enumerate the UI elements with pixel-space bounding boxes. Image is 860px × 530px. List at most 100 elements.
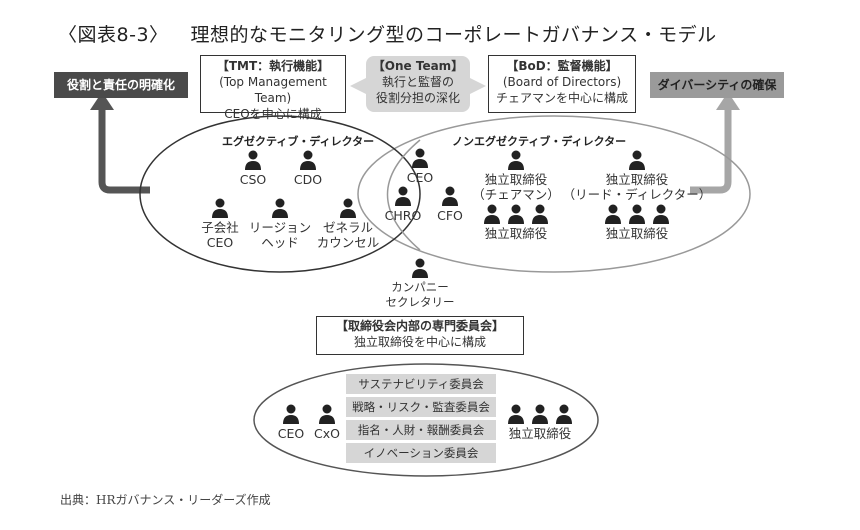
independent-directors-right-label: 独立取締役 [605, 226, 669, 241]
person-chairman: 独立取締役 （チェアマン） [472, 150, 560, 202]
person-ceo: CEO [400, 148, 440, 185]
person-icon [605, 204, 621, 224]
person-icon [653, 204, 669, 224]
person-icon [300, 150, 316, 170]
figure-title-text: 理想的なモニタリング型のコーポレートガバナンス・モデル [190, 24, 717, 46]
non-executive-director-label: ノンエグゼクティブ・ディレクター [452, 135, 627, 148]
person-icon [629, 204, 645, 224]
tmt-desc: CEOを中心に構成 [224, 107, 322, 121]
committee-person-ceo: CEO [274, 404, 308, 441]
region-head-line1: リージョン [248, 220, 312, 235]
person-company-secretary: カンパニー セクレタリー [384, 258, 456, 310]
executive-director-label: エグゼクティブ・ディレクター [222, 135, 375, 148]
person-icon [508, 150, 524, 170]
person-icon [629, 150, 645, 170]
person-icon [283, 404, 299, 424]
bod-sub: (Board of Directors) [502, 75, 622, 89]
person-lead-director: 独立取締役 （リード・ディレクター） [562, 150, 712, 202]
committee-box: 【取締役会内部の専門委員会】 独立取締役を中心に構成 [316, 316, 524, 355]
committee-sustainability: サステナビリティ委員会 [346, 374, 496, 394]
person-icon [412, 148, 428, 168]
committee-innovation: イノベーション委員会 [346, 443, 496, 463]
bubble-tail-left [350, 78, 366, 94]
committee-strategy-risk-audit-text: 戦略・リスク・監査委員会 [352, 400, 490, 414]
person-icon [272, 198, 288, 218]
source-note: 出典：HRガバナンス・リーダーズ作成 [60, 493, 271, 507]
tmt-heading: 【TMT：執行機能】 [216, 59, 330, 73]
tmt-box: 【TMT：執行機能】 (Top Management Team) CEOを中心に… [200, 55, 346, 121]
bod-box: 【BoD：監督機能】 (Board of Directors) チェアマンを中心… [488, 55, 636, 113]
committee-cxo-label: CxO [314, 426, 340, 441]
bod-desc: チェアマンを中心に構成 [495, 91, 628, 105]
cfo-label: CFO [437, 208, 463, 223]
non-executive-ellipse [357, 115, 751, 273]
person-icon [395, 186, 411, 206]
one-team-line1: 執行と監督の [381, 75, 454, 89]
bod-heading: 【BoD：監督機能】 [506, 59, 618, 73]
committee-nomination-hr-compensation-text: 指名・人財・報酬委員会 [357, 423, 485, 437]
person-icon [442, 186, 458, 206]
cso-label: CSO [239, 172, 267, 187]
secretary-line2: セクレタリー [385, 295, 455, 309]
person-icon [508, 204, 524, 224]
person-icon [245, 150, 261, 170]
secretary-line1: カンパニー [391, 280, 449, 294]
subsidiary-ceo-line1: 子会社 [201, 220, 239, 235]
independent-directors-group-right: 独立取締役 [597, 204, 677, 241]
independent-directors-group-left: 独立取締役 [476, 204, 556, 241]
chairman-line2: （チェアマン） [472, 187, 560, 202]
subsidiary-ceo-line2: CEO [206, 235, 234, 250]
person-cfo: CFO [430, 186, 470, 223]
committee-sustainability-text: サステナビリティ委員会 [358, 377, 484, 391]
one-team-line2: 役割分担の深化 [375, 91, 460, 105]
general-counsel-line1: ゼネラル [322, 220, 373, 235]
independent-directors-left-label: 独立取締役 [484, 226, 548, 241]
committee-nomination-hr-compensation: 指名・人財・報酬委員会 [346, 420, 496, 440]
tmt-sub: (Top Management Team) [219, 75, 327, 105]
person-icon [212, 198, 228, 218]
committee-independent-label: 独立取締役 [508, 426, 572, 441]
chairman-line1: 独立取締役 [484, 172, 548, 187]
left-arrow-head [90, 92, 114, 110]
person-icon [319, 404, 335, 424]
chro-label: CHRO [384, 208, 422, 223]
left-arrow-shaft [98, 108, 150, 194]
person-chro: CHRO [380, 186, 426, 223]
diversity-tag-text: ダイバーシティの確保 [657, 78, 777, 92]
lead-director-line2: （リード・ディレクター） [562, 187, 712, 202]
committee-independent-directors: 独立取締役 [500, 404, 580, 441]
clarity-tag-text: 役割と責任の明確化 [66, 78, 175, 92]
cdo-label: CDO [293, 172, 323, 187]
ceo-label: CEO [406, 170, 434, 185]
lead-director-line1: 独立取締役 [605, 172, 669, 187]
figure-title: 〈図表8-3〉理想的なモニタリング型のコーポレートガバナンス・モデル [58, 20, 717, 47]
bubble-tail-right [470, 78, 486, 94]
person-icon [532, 204, 548, 224]
committee-heading: 【取締役会内部の専門委員会】 [335, 319, 504, 333]
person-icon [532, 404, 548, 424]
figure-number: 〈図表8-3〉 [58, 24, 169, 46]
right-arrow-shaft [690, 108, 732, 194]
person-general-counsel: ゼネラル カウンセル [316, 198, 380, 250]
committee-list: サステナビリティ委員会 戦略・リスク・監査委員会 指名・人財・報酬委員会 イノベ… [346, 374, 496, 466]
one-team-bubble: 【One Team】 執行と監督の 役割分担の深化 [366, 56, 470, 112]
person-cdo: CDO [288, 150, 328, 187]
person-icon [508, 404, 524, 424]
committee-desc: 独立取締役を中心に構成 [353, 335, 486, 349]
committee-person-cxo: CxO [310, 404, 344, 441]
one-team-heading: 【One Team】 [372, 59, 464, 73]
committee-innovation-text: イノベーション委員会 [363, 446, 479, 460]
person-icon [484, 204, 500, 224]
core-boundary [386, 139, 421, 251]
person-icon [556, 404, 572, 424]
clarity-tag: 役割と責任の明確化 [54, 72, 188, 98]
executive-ellipse [139, 115, 421, 273]
general-counsel-line2: カウンセル [316, 235, 380, 250]
diversity-tag: ダイバーシティの確保 [650, 72, 784, 98]
person-cso: CSO [233, 150, 273, 187]
person-icon [340, 198, 356, 218]
region-head-line2: ヘッド [261, 235, 299, 250]
committee-ceo-label: CEO [277, 426, 305, 441]
right-arrow-head [716, 92, 740, 110]
